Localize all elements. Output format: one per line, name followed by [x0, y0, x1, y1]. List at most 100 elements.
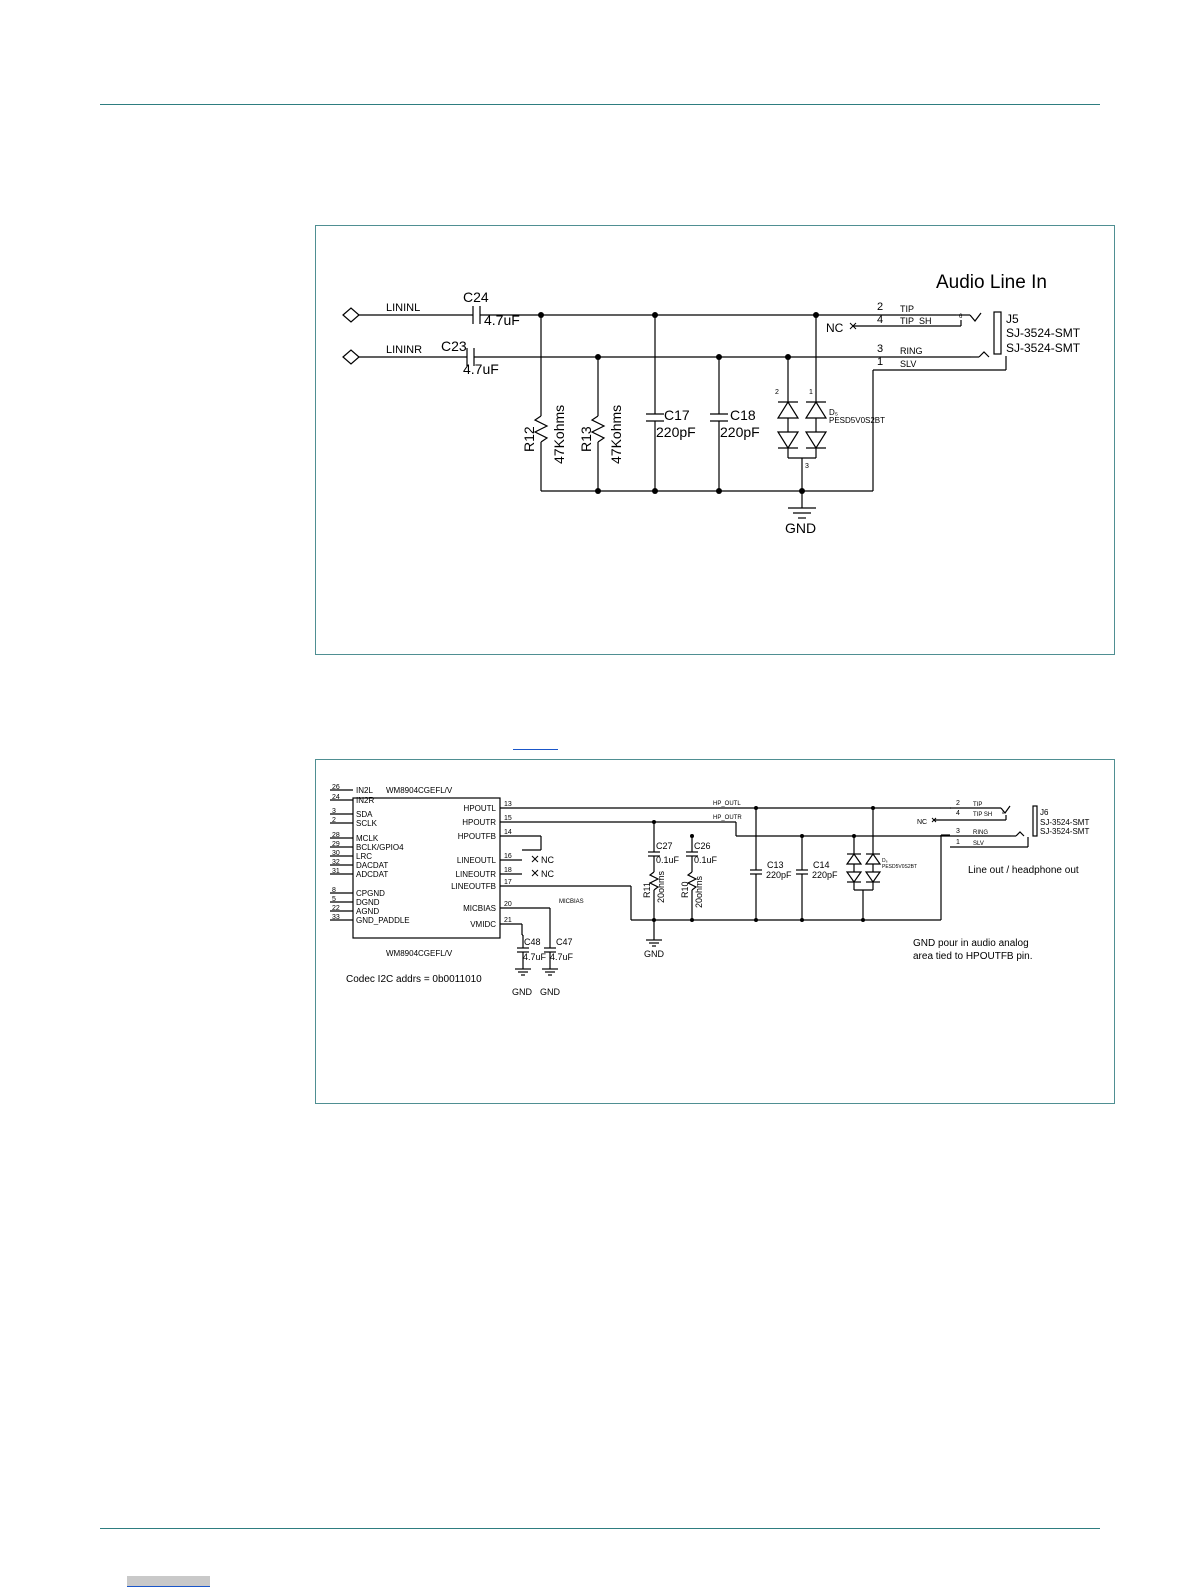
port-lininl — [342, 307, 360, 323]
chip-right-pins: 13HPOUTL15HPOUTR14HPOUTFB16LINEOUTL18LIN… — [451, 801, 522, 929]
chip-right-pin-name: LINEOUTR — [456, 870, 497, 879]
chip-left-pin-name: LRC — [356, 852, 372, 861]
chip-right-pin-num: 16 — [504, 853, 512, 860]
chip-left-pin-num: 8 — [332, 887, 336, 894]
chip-left-pin-name: MCLK — [356, 834, 379, 843]
pin-name-ring: RING — [900, 346, 923, 356]
pin-name-tipsh: TIP_SH — [900, 316, 932, 326]
net-hp-outr: HP_OUTR — [713, 815, 742, 821]
jack-j6-body — [1032, 805, 1038, 837]
chip-left-pin-name: GND_PADDLE — [356, 916, 410, 925]
chip-right-pin-num: 21 — [504, 917, 512, 924]
chip-right-pin-num: 14 — [504, 829, 512, 836]
c27-ref: C27 — [656, 841, 673, 851]
r12-ref: R12 — [521, 426, 537, 452]
pin-name-tip: TIP — [900, 304, 914, 314]
diode-part: PESD5V0S2BT — [829, 416, 885, 425]
chip-left-pin-name: SDA — [356, 810, 373, 819]
chip-right-pin-num: 13 — [504, 801, 512, 808]
jack2-pin-name-ring: RING — [973, 830, 988, 836]
jack-j5-part1: SJ-3524-SMT — [1006, 326, 1081, 340]
nc-label: NC — [826, 321, 844, 335]
c17-ref: C17 — [664, 407, 690, 423]
schematic-1-svg: LININL LININR C24 4.7uF C23 4.7uF R12 47… — [342, 272, 1081, 536]
chip-left-pin-name: AGND — [356, 907, 379, 916]
c23-value: 4.7uF — [463, 361, 499, 377]
chip-name-top: WM8904CGEFL/V — [386, 786, 453, 795]
chip-left-pin-name: CPGND — [356, 889, 385, 898]
jack-j6-part1: SJ-3524-SMT — [1040, 818, 1089, 827]
codec-chip — [352, 797, 501, 939]
r13-ref: R13 — [578, 426, 594, 452]
diode-pin-2: 2 — [775, 389, 779, 396]
pin-num-tip: 2 — [877, 301, 883, 313]
chip-right-pin-num: 20 — [504, 901, 512, 908]
diode-pin-3: 3 — [805, 463, 809, 470]
chip-left-pin-num: 29 — [332, 841, 340, 848]
c13-value: 220pF — [766, 870, 792, 880]
c13-ref: C13 — [767, 860, 784, 870]
chip-right-pin-name: MICBIAS — [463, 904, 496, 913]
nc-lineoutl: NC — [541, 855, 554, 865]
chip-left-pin-num: 32 — [332, 859, 340, 866]
figure-link[interactable] — [513, 749, 558, 750]
schematic-audio-line-in: LININL LININR C24 4.7uF C23 4.7uF R12 47… — [315, 225, 1115, 655]
jack2-pin-name-tip: TIP — [973, 802, 982, 808]
chip-right-pin-name: HPOUTL — [464, 804, 497, 813]
c24-ref: C24 — [463, 289, 489, 305]
i2c-note: Codec I2C addrs = 0b0011010 — [346, 974, 482, 985]
chip-right-pin-num: 18 — [504, 867, 512, 874]
jack2-pin-num-tip: 2 — [956, 800, 960, 807]
footer-rule — [100, 1528, 1100, 1529]
c24-value: 4.7uF — [484, 312, 520, 328]
jack-j5-body — [993, 311, 1002, 355]
nc2-label: NC — [917, 819, 927, 826]
c26-ref: C26 — [694, 841, 711, 851]
chip-left-pin-num: 28 — [332, 832, 340, 839]
c14-value: 220pF — [812, 870, 838, 880]
chip-left-pin-name: DGND — [356, 898, 380, 907]
chip-left-pin-num: 22 — [332, 905, 340, 912]
jack2-pin-name-slv: SLV — [973, 841, 984, 847]
chip-left-pin-num: 30 — [332, 850, 340, 857]
chip-right-pin-num: 17 — [504, 879, 512, 886]
c48-value: 4.7uF — [523, 952, 547, 962]
r13-value: 47Kohms — [608, 405, 624, 464]
c17-value: 220pF — [656, 424, 696, 440]
chip-left-pin-num: 33 — [332, 914, 340, 921]
pin-num-ring: 3 — [877, 343, 883, 355]
jack-j5-ref: J5 — [1006, 312, 1019, 326]
c18-ref: C18 — [730, 407, 756, 423]
r11-value: 20ohms — [656, 870, 666, 903]
chip-left-pin-num: 26 — [332, 784, 340, 791]
gnd-c47: GND — [540, 987, 561, 997]
pin-num-tipsh: 4 — [877, 314, 883, 326]
footer-link-box[interactable] — [127, 1576, 210, 1587]
chip-right-pin-name: VMIDC — [470, 920, 496, 929]
r10-ref: R10 — [680, 881, 690, 898]
jack2-pin-6: 6 — [1002, 810, 1005, 815]
chip-left-pin-name: IN2L — [356, 786, 373, 795]
gnd-pour-note-2: area tied to HPOUTFB pin. — [913, 951, 1033, 962]
chip-right-pin-name: LINEOUTL — [457, 856, 497, 865]
c27-value: 0.1uF — [656, 855, 680, 865]
header-rule — [100, 104, 1100, 105]
jack-j6-part2: SJ-3524-SMT — [1040, 827, 1089, 836]
line-out-note: Line out / headphone out — [968, 865, 1079, 876]
chip-left-pin-num: 31 — [332, 868, 340, 875]
c47-ref: C47 — [556, 937, 573, 947]
pin-name-slv: SLV — [900, 359, 916, 369]
jack2-pin-num-tipsh: 4 — [956, 810, 960, 817]
r10-value: 20ohms — [694, 875, 704, 908]
c48-ref: C48 — [524, 937, 541, 947]
chip-right-pin-num: 15 — [504, 815, 512, 822]
diode2-part: PESD5V0S2BT — [882, 864, 917, 870]
c23-ref: C23 — [441, 338, 467, 354]
chip-right-pin-name: HPOUTR — [462, 818, 496, 827]
port-lininr — [342, 349, 360, 365]
net-lininr: LININR — [386, 344, 422, 356]
chip-left-pin-num: 2 — [332, 817, 336, 824]
c47-value: 4.7uF — [550, 952, 574, 962]
